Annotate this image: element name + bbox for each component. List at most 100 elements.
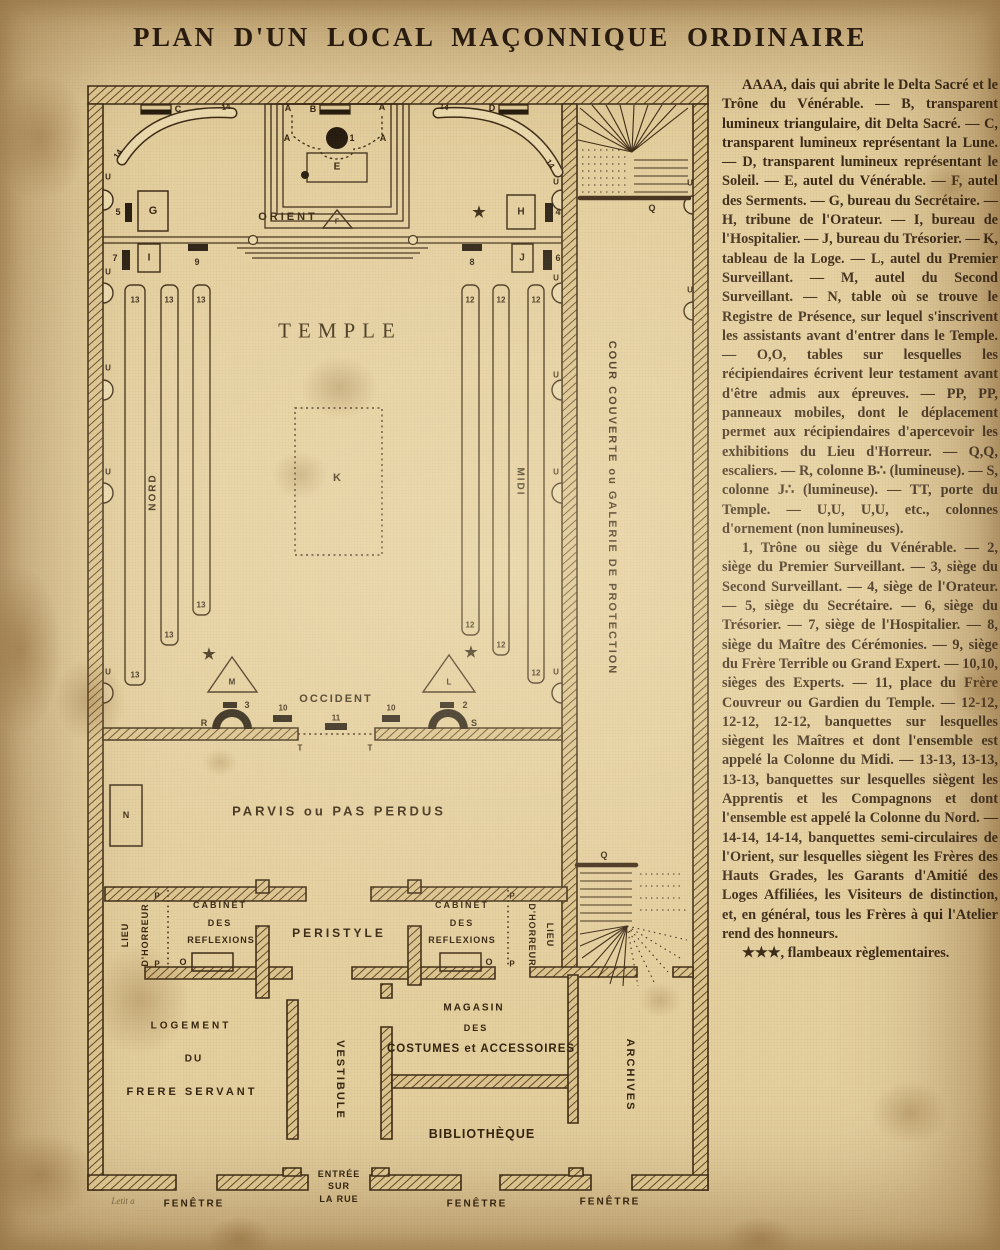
- marker-t: T: [297, 743, 303, 753]
- columns-r-s: [212, 709, 468, 729]
- marker-10: 10: [386, 703, 396, 713]
- room-vestibule: VESTIBULE: [334, 1040, 346, 1120]
- marker-u: U: [105, 467, 111, 477]
- marker-b: B: [309, 104, 317, 114]
- marker-m: M: [228, 677, 236, 687]
- marker-a: A: [378, 102, 386, 112]
- room-lieu-horreur: LIEU: [545, 922, 555, 948]
- marker-o: O: [485, 957, 493, 967]
- marker-t: T: [367, 743, 373, 753]
- room-parvis: PARVIS ou PAS PERDUS: [232, 803, 446, 819]
- marker-12: 12: [496, 640, 506, 650]
- room-archives: ARCHIVES: [624, 1038, 636, 1112]
- marker-u: U: [105, 363, 111, 373]
- marker-4: 4: [555, 207, 561, 217]
- marker-u: U: [105, 667, 111, 677]
- room-cabinet-reflexions: CABINET: [435, 900, 489, 910]
- marker-u: U: [553, 467, 559, 477]
- engraver-signature: Letit a: [111, 1196, 135, 1206]
- officer-desks: [109, 190, 536, 972]
- label-entree: LA RUE: [319, 1194, 359, 1204]
- marker-p: P: [154, 891, 160, 901]
- dotted-lines: [167, 733, 509, 968]
- marker-n: N: [122, 810, 130, 820]
- marker-12: 12: [531, 668, 541, 678]
- staircase-bottom: [574, 862, 688, 987]
- page-title: PLAN D'UN LOCAL MAÇONNIQUE ORDINAIRE: [132, 22, 868, 52]
- marker-u: U: [105, 267, 111, 277]
- marker-q: Q: [648, 203, 656, 213]
- marker-u: U: [687, 178, 693, 188]
- marker-13: 13: [130, 295, 140, 305]
- marker-s: S: [470, 718, 478, 728]
- marker-u: U: [687, 285, 693, 295]
- marker-13: 13: [196, 600, 206, 610]
- marker-14: 14: [438, 101, 450, 113]
- long-benches: [124, 284, 545, 686]
- room-cabinet-reflexions: REFLEXIONS: [428, 935, 496, 945]
- legend-column: AAAA, dais qui abrite le Delta Sacré et …: [722, 76, 998, 964]
- marker-j: J: [519, 252, 525, 264]
- label-fenetre: FENÊTRE: [579, 1196, 641, 1208]
- seats: [122, 203, 553, 730]
- marker-q: Q: [600, 850, 608, 860]
- marker-10: 10: [278, 703, 288, 713]
- marker-p: P: [509, 959, 515, 969]
- legend-paragraph-numbers: 1, Trône ou siège du Vénérable. — 2, siè…: [722, 540, 998, 943]
- plan-drawing: [87, 85, 709, 1191]
- marker-f: F: [334, 218, 340, 226]
- staircase-top: [577, 104, 692, 201]
- marker-14: 14: [220, 101, 232, 113]
- room-magasin: DES: [463, 1023, 489, 1033]
- marker-e: E: [333, 161, 341, 173]
- marker-12: 12: [496, 295, 506, 305]
- room-lieu-horreur: D'HORREUR: [140, 903, 150, 967]
- marker-1: 1: [349, 133, 355, 143]
- marker-7: 7: [112, 253, 118, 263]
- marker-3: 3: [244, 700, 250, 710]
- room-temple: TEMPLE: [278, 318, 402, 343]
- room-magasin: MAGASIN: [443, 1002, 505, 1014]
- altar-triangles: [206, 208, 477, 693]
- label-entree: ENTRÉE: [317, 1169, 361, 1179]
- room-lieu-horreur: D'HORREUR: [527, 903, 537, 967]
- label-fenetre: FENÊTRE: [446, 1198, 508, 1210]
- legend-paragraph-letters: AAAA, dais qui abrite le Delta Sacré et …: [722, 77, 998, 537]
- marker-p: P: [154, 959, 160, 969]
- marker-6: 6: [555, 253, 561, 263]
- room-orient: ORIENT: [258, 211, 318, 223]
- orient-balustrade: [103, 234, 562, 259]
- marker-i: I: [147, 252, 151, 264]
- marker-9: 9: [194, 257, 200, 267]
- marker-d: D: [488, 103, 496, 113]
- marker-u: U: [553, 370, 559, 380]
- tableau-k: [294, 407, 383, 556]
- legend-paragraph-stars: ★★★, flambeaux règlementaires.: [742, 945, 950, 962]
- marker-13: 13: [164, 295, 174, 305]
- label-fenetre: FENÊTRE: [163, 1198, 225, 1210]
- room-peristyle: PERISTYLE: [292, 926, 386, 940]
- marker-k: K: [333, 472, 341, 484]
- marker-13: 13: [196, 295, 206, 305]
- orient-dais: [264, 103, 410, 229]
- room-logement: FRERE SERVANT: [126, 1086, 258, 1098]
- star-icon: ★: [464, 644, 478, 661]
- marker-l: L: [446, 677, 452, 687]
- marker-u: U: [553, 667, 559, 677]
- room-cabinet-reflexions: DES: [207, 918, 233, 928]
- marker-c: C: [174, 104, 182, 114]
- walls: [87, 85, 709, 1191]
- marker-2: 2: [462, 700, 468, 710]
- room-nord: NORD: [147, 473, 159, 511]
- star-icon: ★: [202, 646, 216, 663]
- marker-p: P: [509, 891, 515, 901]
- room-cour-couverte: COUR COUVERTE ou GALERIE DE PROTECTION: [606, 340, 618, 676]
- room-lieu-horreur: LIEU: [120, 922, 130, 948]
- marker-u: U: [553, 273, 559, 283]
- marker-g: G: [148, 205, 158, 217]
- marker-h: H: [517, 206, 525, 218]
- room-midi: MIDI: [514, 467, 526, 497]
- floor-plan: A A A A B C D E F 1 G H 5 4 ★ I J 7 6 9 …: [80, 78, 712, 1218]
- marker-a: A: [379, 133, 387, 143]
- room-cabinet-reflexions: CABINET: [193, 900, 247, 910]
